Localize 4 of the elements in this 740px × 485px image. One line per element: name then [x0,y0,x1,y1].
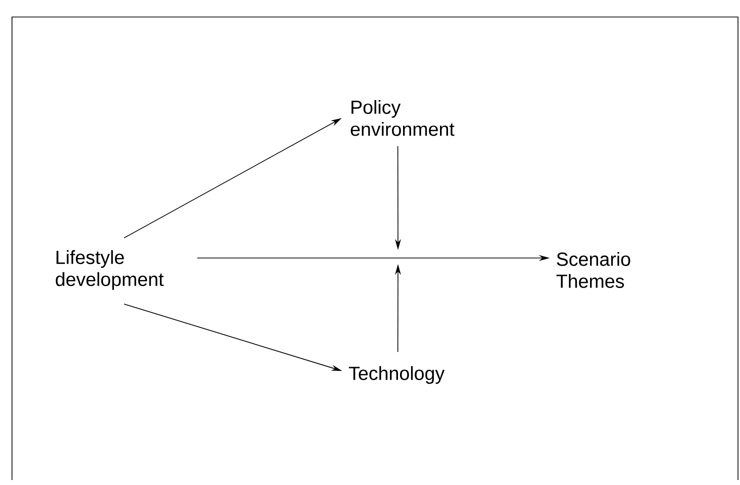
node-label: Lifestyle development [56,250,164,290]
node-label: Technology [348,366,445,384]
node-label: Policy environment [350,100,454,136]
node-label: Scenario Themes [556,252,630,288]
